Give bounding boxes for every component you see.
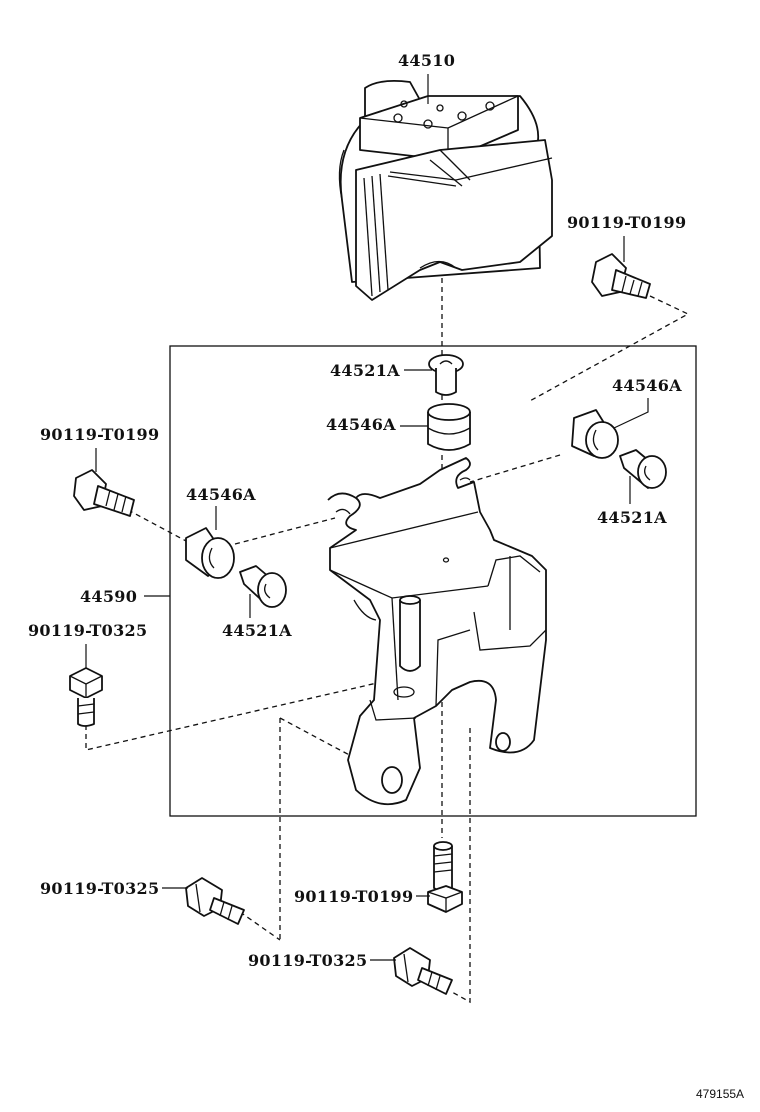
actuator-part — [338, 79, 553, 301]
label-bracket: 44590 — [80, 587, 137, 606]
collar-left — [239, 565, 287, 608]
bolt-top-right — [591, 253, 651, 299]
label-bolt-bottom-left: 90119-T0325 — [40, 879, 159, 898]
label-bolt-bottom-center: 90119-T0199 — [294, 887, 413, 906]
label-bolt-left: 90119-T0199 — [40, 425, 159, 444]
bracket-part — [327, 457, 547, 806]
label-cushion-top: 44546A — [326, 415, 396, 434]
bolt-left — [73, 469, 135, 517]
label-bolt-left-lower: 90119-T0325 — [28, 621, 147, 640]
assembly-lines — [85, 278, 690, 1004]
label-cushion-right: 44546A — [612, 376, 682, 395]
bolt-bottom-center — [427, 841, 463, 913]
label-bolt-top-right: 90119-T0199 — [567, 213, 686, 232]
label-bolt-bottom-right: 90119-T0325 — [248, 951, 367, 970]
label-actuator: 44510 — [398, 51, 455, 70]
reference-code: 479155A — [696, 1087, 744, 1101]
bolt-left-lower — [69, 667, 103, 727]
label-collar-right: 44521A — [597, 508, 667, 527]
cushion-top — [427, 403, 471, 451]
cushion-left — [185, 527, 235, 579]
collar-top — [428, 354, 464, 396]
label-collar-top: 44521A — [330, 361, 400, 380]
label-cushion-left: 44546A — [186, 485, 256, 504]
bolt-bottom-left — [185, 877, 245, 925]
label-collar-left: 44521A — [222, 621, 292, 640]
bolt-bottom-right — [393, 947, 453, 995]
cushion-right — [571, 409, 619, 459]
collar-right — [619, 449, 667, 489]
assembly-frame — [169, 345, 697, 817]
